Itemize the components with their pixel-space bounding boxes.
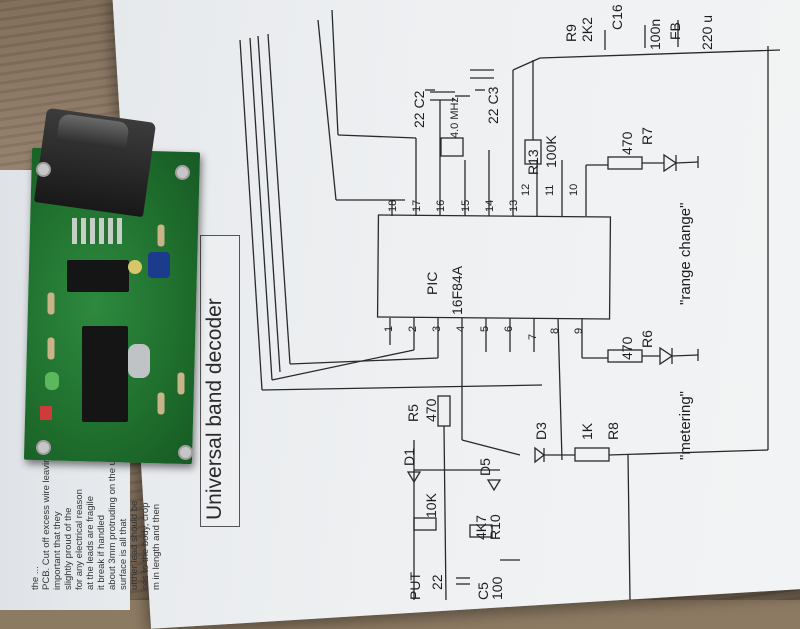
- label-r5: R5: [405, 404, 421, 422]
- crystal-oscillator: [128, 344, 150, 378]
- label-fb-val: 220 u: [699, 15, 715, 50]
- label-r8: R8: [605, 422, 621, 440]
- label-r9-val: 2K2: [579, 17, 595, 42]
- pin-10: 10: [568, 184, 580, 196]
- pin-15: 15: [460, 200, 472, 212]
- label-r13-val: 100K: [543, 135, 559, 168]
- label-range-change: "range change": [677, 203, 694, 305]
- resistor: [47, 292, 55, 315]
- pin-6: 6: [503, 326, 515, 332]
- pin-12: 12: [520, 184, 532, 196]
- chip-part: 16F84A: [449, 265, 465, 315]
- resistor: [157, 224, 165, 247]
- ic-chip-small: [67, 260, 129, 292]
- resistor: [177, 372, 185, 395]
- label-r10: R10: [487, 514, 503, 540]
- title-box: [200, 235, 240, 527]
- label-c16: C16: [609, 4, 625, 30]
- capacitor-blue: [148, 252, 170, 278]
- label-r7: R7: [639, 127, 655, 145]
- pin-8: 8: [549, 328, 561, 334]
- label-r6: R6: [639, 330, 655, 348]
- pin-9: 9: [573, 328, 585, 334]
- label-put: PUT: [407, 572, 423, 600]
- label-d3: D3: [533, 422, 549, 440]
- pin-2: 2: [407, 326, 419, 332]
- diagram-title: Universal band decoder: [203, 298, 226, 520]
- pin-5: 5: [479, 326, 491, 332]
- led-green: [45, 372, 59, 390]
- label-r5-val: 470: [423, 398, 439, 422]
- pin-13: 13: [508, 200, 520, 212]
- mounting-hole: [178, 445, 193, 460]
- label-c2: 22 C2: [411, 90, 427, 128]
- label-c3: 22 C3: [485, 86, 501, 124]
- mounting-hole: [175, 165, 190, 180]
- label-10k: 10K: [423, 492, 439, 518]
- mounting-hole: [36, 162, 51, 177]
- label-d5: D5: [477, 458, 493, 476]
- pin-14: 14: [484, 200, 496, 212]
- schematic-diagram: PIC 16F84A 18 17 16 15 14 13 12 11 10 1 …: [239, 4, 781, 600]
- pin-4: 4: [455, 326, 467, 332]
- pin-1: 1: [383, 326, 395, 332]
- label-r7-val: 470: [619, 131, 635, 155]
- pin-17: 17: [411, 200, 423, 212]
- pin-7: 7: [527, 334, 539, 340]
- pin-3: 3: [431, 326, 443, 332]
- chip-name: PIC: [424, 272, 440, 295]
- mounting-hole: [36, 440, 51, 455]
- label-crystal: 4.0 MHz: [449, 97, 461, 138]
- label-metering: "metering": [677, 391, 694, 460]
- pin-18: 18: [387, 200, 399, 212]
- pin-16: 16: [435, 200, 447, 212]
- label-fb: FB: [667, 22, 683, 40]
- capacitor-ceramic: [128, 260, 142, 274]
- pin-header: [72, 218, 122, 244]
- label-r6-val: 470: [619, 336, 635, 360]
- resistor: [157, 392, 165, 415]
- label-d1: D1: [401, 448, 417, 466]
- label-c16-val: 100n: [647, 19, 663, 50]
- red-switch: [40, 406, 52, 420]
- label-c5: C5: [475, 582, 491, 600]
- pin-11: 11: [544, 185, 556, 196]
- label-r9: R9: [563, 24, 579, 42]
- label-put-val: 22: [429, 574, 445, 590]
- label-r10-val: 4K7: [473, 515, 489, 540]
- resistor: [47, 337, 55, 360]
- label-r13: R13: [525, 149, 541, 175]
- label-r8-val: 1K: [579, 422, 595, 440]
- label-c5-val: 100: [489, 576, 505, 600]
- ic-chip-pic: [82, 326, 128, 422]
